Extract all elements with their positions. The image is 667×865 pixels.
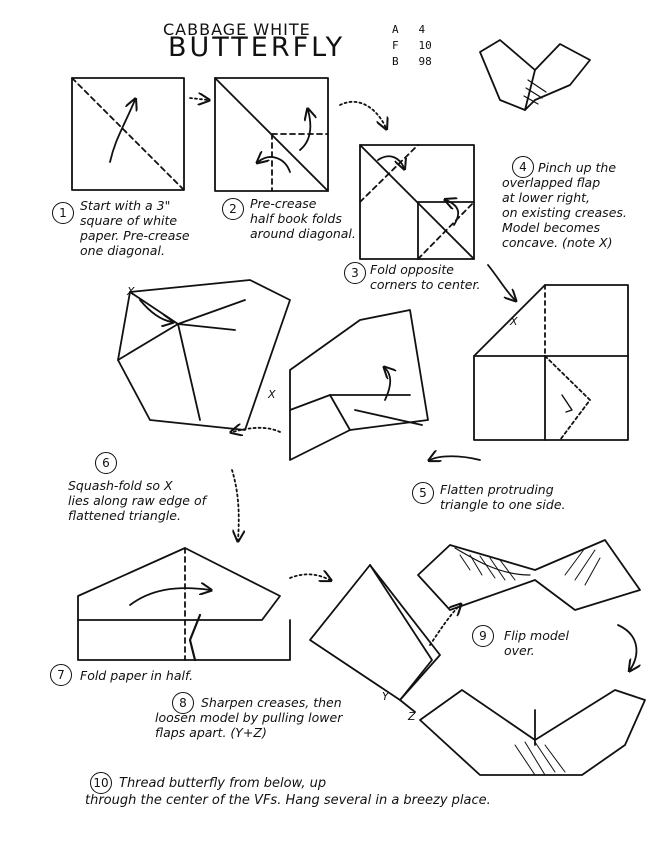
arrow-3-4 xyxy=(487,264,515,300)
step-4-number: 4 xyxy=(512,156,534,178)
step-6-diagram xyxy=(117,279,291,431)
step-1-number: 1 xyxy=(52,202,74,224)
arrow-7-8 xyxy=(289,574,330,580)
step-1-diagram xyxy=(71,77,185,191)
label-x-step5: X xyxy=(268,388,276,401)
step-8-diagram xyxy=(309,564,441,713)
step-3-number: 3 xyxy=(344,262,366,284)
step-2-number: 2 xyxy=(222,198,244,220)
rating-row-b: B 98 xyxy=(392,55,432,68)
step-5-text: Flatten protruding triangle to one side. xyxy=(440,482,566,512)
step-7-number: 7 xyxy=(50,664,72,686)
step-8-number: 8 xyxy=(172,692,194,714)
step-4-text: Pinch up the overlapped flap at lower ri… xyxy=(502,160,627,250)
rating-row-a: A 4 xyxy=(392,23,426,36)
step-7-diagram xyxy=(77,547,291,662)
step-7-text: Fold paper in half. xyxy=(80,668,194,683)
step-9-diagram xyxy=(417,539,641,611)
arrow-8-9 xyxy=(429,605,460,646)
arrow-5-6 xyxy=(232,428,281,432)
arrow-6-7 xyxy=(231,469,239,540)
step-4-diagram xyxy=(473,284,629,441)
label-y: Y xyxy=(382,690,389,703)
label-x-step6: X xyxy=(127,285,135,298)
step-5-diagram xyxy=(289,309,429,461)
arrow-4-5 xyxy=(430,456,481,460)
step-10-text: Thread butterfly from below, up through … xyxy=(85,776,491,808)
step-10-diagram xyxy=(419,689,646,776)
step-2-text: Pre-crease half book folds around diagon… xyxy=(250,196,356,241)
step-3-text: Fold opposite corners to center. xyxy=(370,262,481,292)
arrow-1-2 xyxy=(189,98,208,100)
step-10-number: 10 xyxy=(90,772,112,794)
label-z: Z xyxy=(408,710,416,723)
step-9-text: Flip model over. xyxy=(504,628,569,658)
step-6-text: Squash-fold so X lies along raw edge of … xyxy=(68,478,207,523)
step-8-text: Sharpen creases, then loosen model by pu… xyxy=(155,695,343,740)
step-9-number: 9 xyxy=(472,625,494,647)
step-6-number: 6 xyxy=(95,452,117,474)
arrow-2-3 xyxy=(339,100,386,128)
finished-butterfly-preview xyxy=(479,39,591,111)
step-2-diagram xyxy=(214,77,329,192)
flip-arrow xyxy=(617,624,636,670)
title-line-1: CABBAGE WHITE xyxy=(163,20,311,39)
label-x-step4: X xyxy=(510,315,518,328)
step-1-text: Start with a 3" square of white paper. P… xyxy=(80,198,190,258)
step-3-diagram xyxy=(359,144,475,260)
title-line-2: BUTTERFLY xyxy=(168,32,346,63)
rating-row-f: F 10 xyxy=(392,39,432,52)
step-5-number: 5 xyxy=(412,482,434,504)
